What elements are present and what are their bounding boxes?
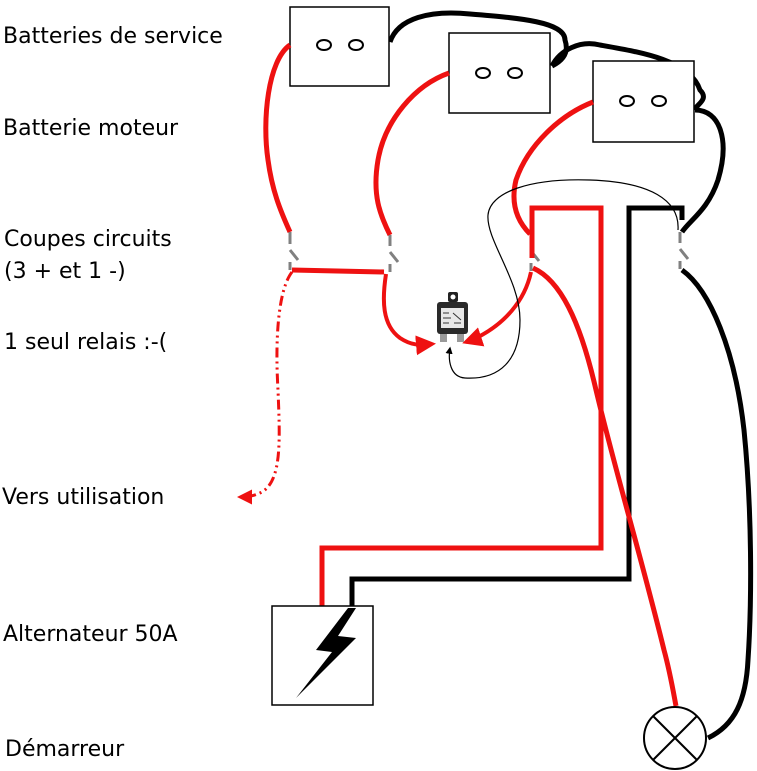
wire-positive-alternator [319,205,604,606]
label-breakers: Coupes circuits [4,227,172,252]
alternator [271,605,374,706]
lightning-bolt-icon [296,608,356,698]
battery-terminal [651,95,667,107]
label-engine-battery: Batterie moteur [3,116,179,141]
battery-terminal [619,95,635,107]
wire-negative-battery2-battery3 [549,41,706,111]
wire-relay-control [445,179,679,379]
wire-positive-starter [531,265,679,707]
label-usage: Vers utilisation [2,485,165,510]
battery-2 [448,32,551,114]
label-alternator: Alternateur 50A [3,622,178,647]
wire-negative-starter [680,267,754,741]
wire-positive-bus [291,267,385,275]
battery-terminal [348,39,364,51]
wire-positive-to-relay-left [381,273,436,356]
wire-negative-alternator [349,205,685,606]
battery-1 [289,6,390,87]
lamp-cross-icon [643,706,707,770]
battery-terminal [316,39,332,51]
relay-icon [437,292,468,342]
battery-3 [592,60,695,143]
breaker-1 [288,232,300,270]
wire-positive-battery1-breaker1 [263,42,293,234]
label-relay: 1 seul relais :-( [4,330,168,355]
wire-positive-battery2-breaker2 [373,70,450,237]
label-starter: Démarreur [5,737,125,762]
breaker-2 [388,235,400,272]
label-breakers-count: (3 + et 1 -) [4,259,126,284]
battery-terminal [507,67,523,79]
label-service-batteries: Batteries de service [3,24,223,49]
wire-positive-battery3-breaker3 [511,99,594,236]
wire-negative-battery3-breaker [679,107,726,234]
battery-terminal [475,67,491,79]
wire-positive-to-relay-right [462,271,533,347]
wire-usage-dashdot [237,271,294,505]
breaker-4 [678,232,690,269]
